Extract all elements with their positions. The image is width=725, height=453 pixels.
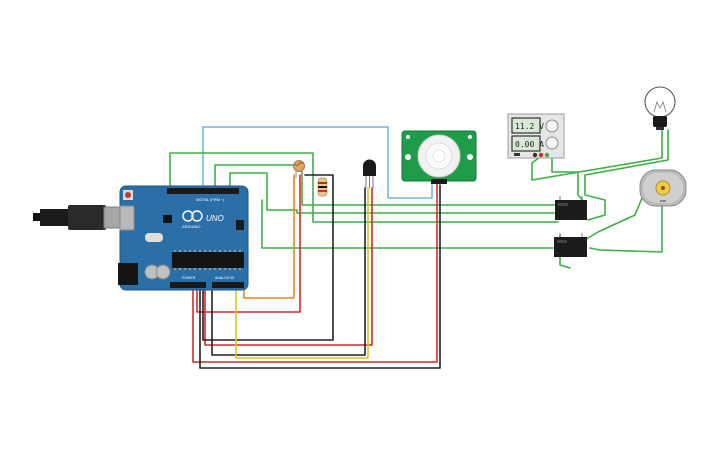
wire-green-4 xyxy=(261,199,554,249)
chip-pin xyxy=(214,250,216,252)
negative-terminal[interactable] xyxy=(532,152,538,158)
chip-pin xyxy=(219,250,221,252)
relay-1[interactable] xyxy=(555,196,587,220)
photoresistor[interactable] xyxy=(293,160,305,179)
chip-pin xyxy=(199,268,201,270)
atmega-chip xyxy=(172,252,244,268)
chip-pin xyxy=(219,268,221,270)
power-label: POWER xyxy=(182,276,196,280)
voltage-display xyxy=(511,117,541,134)
chip-pin xyxy=(204,250,206,252)
chip-pin xyxy=(179,250,181,252)
chip-pin xyxy=(224,250,226,252)
current-display xyxy=(511,135,541,152)
chip-pin xyxy=(194,268,196,270)
pir-motion-sensor[interactable] xyxy=(401,130,477,184)
chip-pin xyxy=(194,250,196,252)
wire-lightblue xyxy=(202,126,433,199)
chip-pin xyxy=(214,268,216,270)
chip-pin xyxy=(179,268,181,270)
wire-red-1 xyxy=(192,181,438,363)
capacitor xyxy=(155,264,171,280)
wire-green-1 xyxy=(169,152,559,223)
chip-pin xyxy=(174,268,176,270)
chip-pin xyxy=(184,268,186,270)
analog-header xyxy=(212,282,244,288)
dc-jack xyxy=(118,263,138,285)
wire-green-7 xyxy=(584,129,669,221)
usb-cable xyxy=(33,205,131,230)
wire-green-2 xyxy=(214,164,556,206)
chip-pin xyxy=(229,250,231,252)
chip-pin xyxy=(204,268,206,270)
voltage-knob[interactable] xyxy=(545,119,559,133)
chip-pin xyxy=(209,268,211,270)
wires xyxy=(169,126,669,369)
chip-pin xyxy=(199,250,201,252)
chip-pin xyxy=(234,250,236,252)
chip-pin xyxy=(234,268,236,270)
usb-port xyxy=(119,205,135,231)
chip-pins xyxy=(174,250,241,270)
light-bulb[interactable] xyxy=(644,86,676,130)
chip-pin xyxy=(229,268,231,270)
chip-pin xyxy=(239,268,241,270)
current-knob[interactable] xyxy=(545,136,559,150)
small-chip xyxy=(163,215,172,223)
positive-terminal[interactable] xyxy=(538,152,544,158)
wire-black-3 xyxy=(211,187,366,356)
temperature-sensor[interactable] xyxy=(363,159,376,189)
resistor[interactable] xyxy=(317,177,328,197)
digital-label: DIGITAL (PWM ~) xyxy=(196,198,224,202)
arduino-uno-board[interactable]: ARDUINO UNO DIGITAL (PWM ~) POWER ANALOG… xyxy=(118,185,249,291)
chip-pin xyxy=(224,268,226,270)
arduino-logo xyxy=(182,210,203,222)
analog-label: ANALOG IN xyxy=(215,276,235,280)
brand-label: ARDUINO xyxy=(182,224,200,229)
wire-red-3 xyxy=(204,187,373,346)
chip-pin xyxy=(184,250,186,252)
crystal xyxy=(145,233,163,242)
chip-pin xyxy=(189,268,191,270)
voltage-readout: 11.2 V xyxy=(515,122,544,131)
wire-green-8 xyxy=(584,197,643,241)
chip-pin xyxy=(239,250,241,252)
chip-pin xyxy=(209,250,211,252)
wire-black-1 xyxy=(199,184,441,369)
relay-2[interactable] xyxy=(554,233,587,257)
wire-green-5 xyxy=(531,129,663,181)
wire-green-3 xyxy=(229,172,556,214)
digital-header xyxy=(167,188,239,194)
model-label: UNO xyxy=(206,214,224,223)
dc-motor[interactable] xyxy=(639,169,687,207)
power-header xyxy=(170,282,206,288)
current-readout: 0.00 A xyxy=(515,140,544,149)
icsp-header xyxy=(236,220,244,230)
wire-green-9 xyxy=(589,204,663,253)
wire-orange xyxy=(243,174,295,299)
chip-pin xyxy=(174,250,176,252)
power-supply[interactable]: 11.2 V 0.00 A xyxy=(507,113,565,159)
wire-yellow xyxy=(235,187,369,359)
chip-pin xyxy=(189,250,191,252)
wire-red-2 xyxy=(196,174,301,313)
wire-black-2 xyxy=(202,174,334,341)
